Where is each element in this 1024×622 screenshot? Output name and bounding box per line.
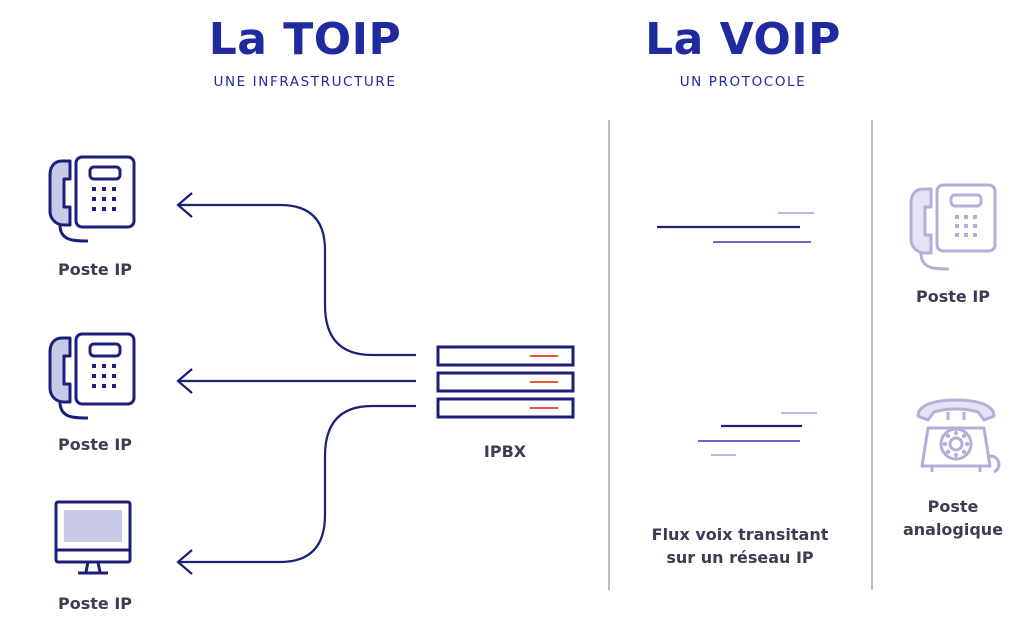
divider-right — [871, 120, 873, 590]
voice-flow-lines-top — [657, 212, 814, 243]
ip-desk-phone-icon — [909, 183, 997, 271]
ip-desk-phone-icon — [48, 332, 136, 420]
flow-caption-line2: sur un réseau IP — [666, 548, 814, 567]
server-rack-icon — [436, 345, 575, 419]
left-device-label-2: Poste IP — [58, 435, 132, 454]
toip-subtitle: UNE INFRASTRUCTURE — [213, 74, 397, 90]
left-device-label-1: Poste IP — [58, 260, 132, 279]
flow-caption-line1: Flux voix transitant — [651, 525, 829, 544]
right-device-label-2b: analogique — [902, 520, 1004, 539]
left-device-label-3: Poste IP — [58, 594, 132, 613]
computer-monitor-icon — [54, 500, 132, 575]
ip-desk-phone-icon — [48, 155, 136, 243]
connection-lines — [176, 192, 416, 575]
rotary-phone-icon — [916, 398, 1001, 474]
voip-title: La VOIP — [645, 14, 841, 65]
ipbx-label: IPBX — [483, 442, 527, 461]
divider-left — [608, 120, 610, 590]
voip-subtitle: UN PROTOCOLE — [679, 74, 807, 90]
right-device-label-2a: Poste — [927, 497, 979, 516]
voice-flow-lines-bottom — [698, 412, 817, 456]
toip-title: La TOIP — [208, 14, 402, 65]
right-device-label-1: Poste IP — [916, 287, 990, 306]
